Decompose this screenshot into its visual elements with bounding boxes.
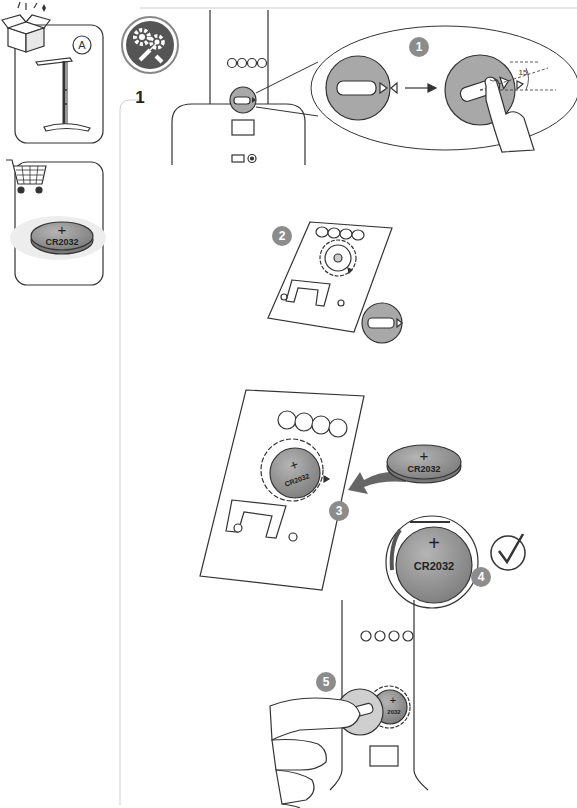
polarity-sign: + xyxy=(428,533,440,553)
correct-orientation xyxy=(386,516,525,608)
polarity-sign: + xyxy=(420,448,429,463)
angle-dimension: 15 xyxy=(519,69,528,77)
callout-number: 4 xyxy=(478,571,485,583)
battery-label: CR2032 xyxy=(407,465,440,474)
option-letter: A xyxy=(78,40,85,51)
required-battery-panel xyxy=(6,160,106,285)
open-compartment xyxy=(268,222,402,343)
callout-number: 2 xyxy=(279,230,286,242)
polarity-sign: + xyxy=(390,695,396,706)
battery-label: CR2032 xyxy=(45,238,78,247)
callout-number: 5 xyxy=(323,676,330,688)
callout-number: 1 xyxy=(416,41,423,53)
battery-insertion xyxy=(200,390,461,590)
battery-label: CR2032 xyxy=(414,561,454,572)
step-number: 1 xyxy=(135,89,144,106)
cover-detail xyxy=(326,37,556,152)
battery-label: 2032 xyxy=(387,709,400,715)
page-frame xyxy=(120,8,577,805)
tools-icon xyxy=(122,17,178,73)
package-contents-panel xyxy=(2,2,103,143)
lamp-base xyxy=(172,10,305,165)
polarity-sign: + xyxy=(58,222,67,237)
cover-refit xyxy=(270,600,428,808)
callout-number: 3 xyxy=(336,505,343,517)
detail-leader xyxy=(256,26,577,150)
